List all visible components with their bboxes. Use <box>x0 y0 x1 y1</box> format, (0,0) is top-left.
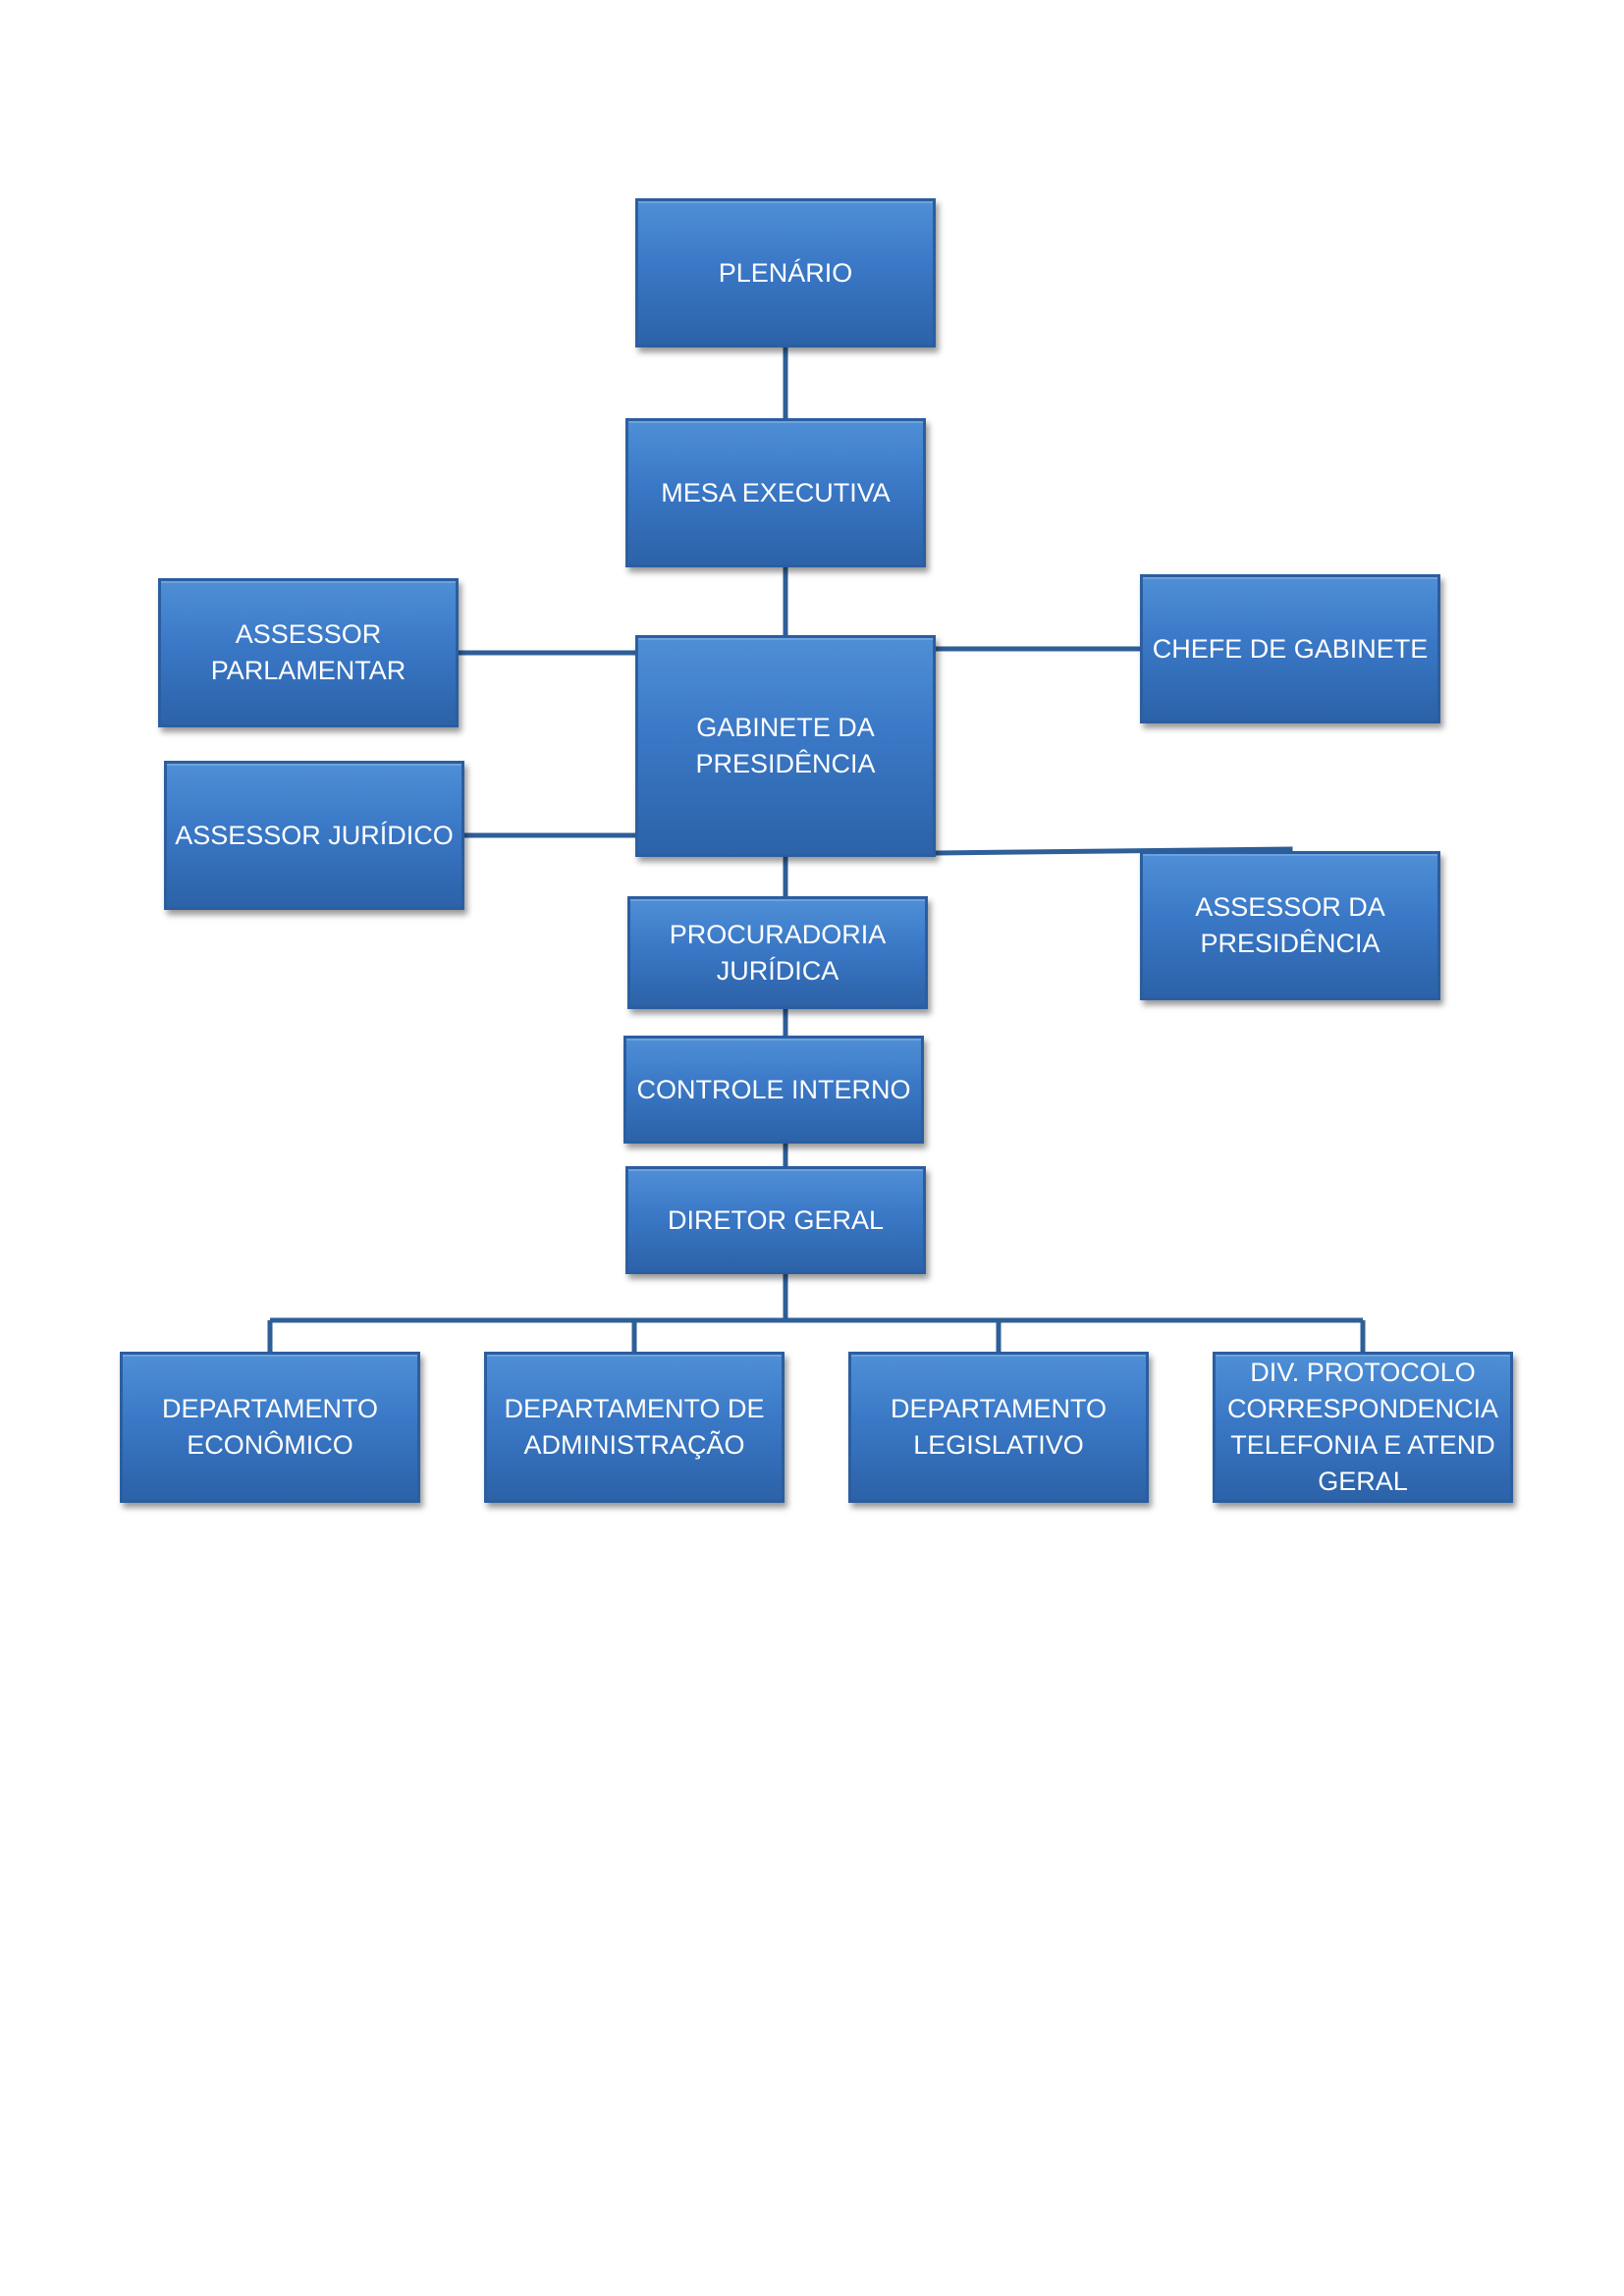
node-div-protocolo: DIV. PROTOCOLO CORRESPONDENCIA TELEFONIA… <box>1213 1352 1513 1503</box>
node-label-departamento-legislativo: DEPARTAMENTO LEGISLATIVO <box>890 1394 1108 1460</box>
node-departamento-legislativo: DEPARTAMENTO LEGISLATIVO <box>848 1352 1149 1503</box>
node-controle-interno: CONTROLE INTERNO <box>623 1036 924 1144</box>
node-diretor-geral: DIRETOR GERAL <box>625 1166 926 1274</box>
node-gabinete-da-presidencia: GABINETE DA PRESIDÊNCIA <box>635 635 936 857</box>
node-departamento-economico: DEPARTAMENTO ECONÔMICO <box>120 1352 420 1503</box>
node-label-div-protocolo: DIV. PROTOCOLO CORRESPONDENCIA TELEFONIA… <box>1226 1358 1499 1496</box>
node-label-assessor-parlamentar: ASSESSOR PARLAMENTAR <box>210 619 406 685</box>
node-label-controle-interno: CONTROLE INTERNO <box>636 1074 911 1104</box>
node-label-plenario: PLENÁRIO <box>718 257 853 288</box>
node-label-diretor-geral: DIRETOR GERAL <box>667 1204 885 1235</box>
node-departamento-de-administracao: DEPARTAMENTO DE ADMINISTRAÇÃO <box>484 1352 785 1503</box>
node-assessor-parlamentar: ASSESSOR PARLAMENTAR <box>158 578 459 727</box>
node-mesa-executiva: MESA EXECUTIVA <box>625 418 926 567</box>
node-assessor-juridico: ASSESSOR JURÍDICO <box>164 761 464 910</box>
node-label-assessor-juridico: ASSESSOR JURÍDICO <box>175 820 454 850</box>
node-plenario: PLENÁRIO <box>635 198 936 347</box>
node-label-departamento-economico: DEPARTAMENTO ECONÔMICO <box>161 1394 379 1460</box>
node-procuradoria-juridica: PROCURADORIA JURÍDICA <box>627 896 928 1009</box>
node-label-gabinete-da-presidencia: GABINETE DA PRESIDÊNCIA <box>695 713 876 778</box>
node-label-chefe-de-gabinete: CHEFE DE GABINETE <box>1152 633 1429 664</box>
node-label-assessor-da-presidencia: ASSESSOR DA PRESIDÊNCIA <box>1195 892 1385 958</box>
connector-assessor-presidencia <box>935 846 1293 856</box>
node-label-departamento-de-administracao: DEPARTAMENTO DE ADMINISTRAÇÃO <box>504 1394 765 1460</box>
node-chefe-de-gabinete: CHEFE DE GABINETE <box>1140 574 1440 723</box>
node-assessor-da-presidencia: ASSESSOR DA PRESIDÊNCIA <box>1140 851 1440 1000</box>
node-label-mesa-executiva: MESA EXECUTIVA <box>661 477 891 507</box>
node-label-procuradoria-juridica: PROCURADORIA JURÍDICA <box>669 919 887 986</box>
